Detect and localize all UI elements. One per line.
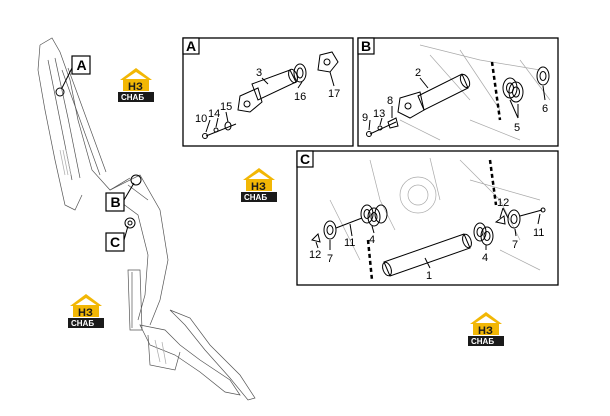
part-label: 1 (426, 270, 432, 282)
part-label: 14 (208, 108, 220, 120)
logo-word: СНАБ (471, 337, 494, 346)
callout-c: C (105, 232, 125, 252)
part-label: 9 (362, 112, 368, 124)
part-label: 16 (294, 91, 306, 103)
panel-c: C (296, 150, 559, 286)
logo-word: СНАБ (244, 193, 267, 202)
svg-text:B: B (111, 194, 121, 210)
part-label: 7 (327, 253, 333, 265)
panel-c-title: C (300, 151, 310, 167)
part-label: 12 (309, 249, 321, 261)
part-label: 2 (415, 67, 421, 79)
part-label: 6 (542, 103, 548, 115)
part-label: 4 (482, 252, 488, 264)
part-label: 13 (373, 108, 385, 120)
svg-text:C: C (110, 234, 120, 250)
panel-a-title: A (186, 38, 196, 54)
boom-arm-drawing (37, 37, 256, 401)
part-label: 11 (533, 227, 544, 239)
logo-letters: НЗ (78, 307, 93, 319)
part-label: 8 (387, 95, 393, 107)
logo-word: СНАБ (121, 93, 144, 102)
panel-b-title: B (361, 38, 371, 54)
panel-a: A 3 10 14 15 16 17 (182, 37, 354, 147)
panel-b: B 2 5 6 8 9 13 (357, 37, 559, 147)
callout-a: A (71, 55, 91, 75)
part-label: 5 (514, 122, 520, 134)
logo-letters: НЗ (251, 181, 266, 193)
svg-text:A: A (77, 57, 87, 73)
part-label: 7 (512, 239, 518, 251)
part-label: 12 (497, 197, 509, 209)
callout-b: B (105, 192, 125, 212)
part-label: 4 (369, 234, 375, 246)
logo-word: СНАБ (71, 319, 94, 328)
part-label: 11 (344, 237, 355, 249)
part-label: 15 (220, 101, 232, 113)
part-label: 10 (195, 113, 207, 125)
part-label: 17 (328, 88, 340, 100)
logo-letters: НЗ (128, 81, 143, 93)
logo-letters: НЗ (478, 325, 493, 337)
part-label: 3 (256, 67, 262, 79)
